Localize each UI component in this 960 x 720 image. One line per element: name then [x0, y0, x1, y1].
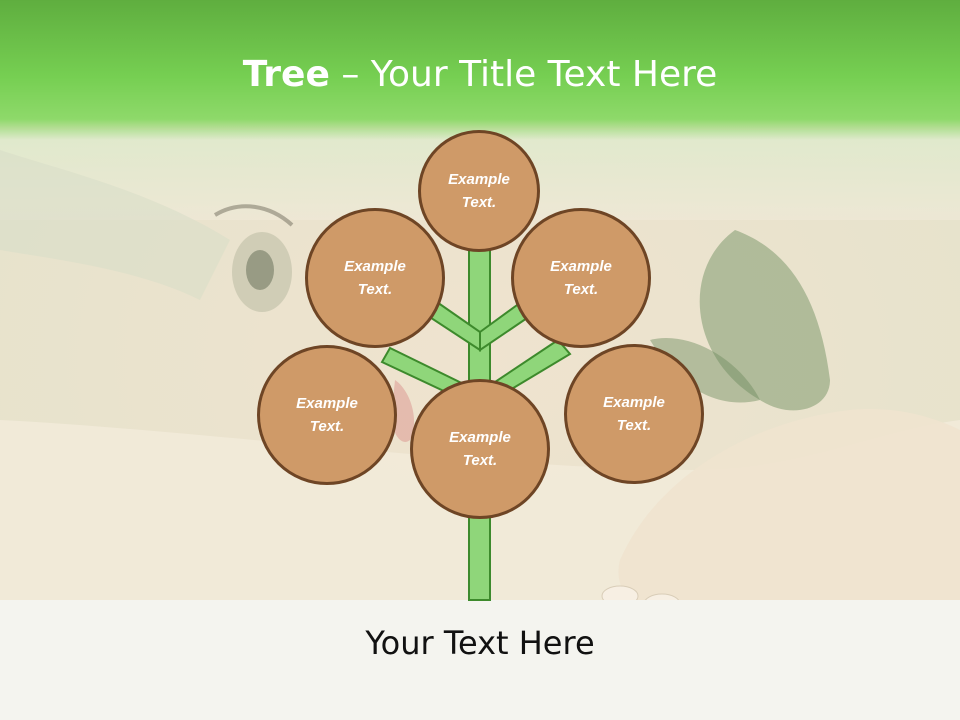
node-lower-right-label: Example Text.: [603, 394, 665, 434]
title-bold: Tree: [242, 54, 330, 95]
node-upper-left-label: Example Text.: [344, 258, 406, 298]
caption-text: Your Text Here: [365, 624, 595, 662]
header-band: [0, 0, 960, 140]
title-rest: – Your Title Text Here: [329, 54, 718, 95]
node-upper-left: Example Text.: [305, 208, 445, 348]
node-center: Example Text.: [410, 379, 550, 519]
slide-title: Tree – Your Title Text Here: [0, 52, 960, 98]
node-upper-right: Example Text.: [511, 208, 651, 348]
node-center-label: Example Text.: [449, 429, 511, 469]
node-lower-right: Example Text.: [564, 344, 704, 484]
node-top: Example Text.: [418, 130, 540, 252]
node-upper-right-label: Example Text.: [550, 258, 612, 298]
node-lower-left: Example Text.: [257, 345, 397, 485]
node-top-label: Example Text.: [448, 171, 510, 211]
node-lower-left-label: Example Text.: [296, 395, 358, 435]
